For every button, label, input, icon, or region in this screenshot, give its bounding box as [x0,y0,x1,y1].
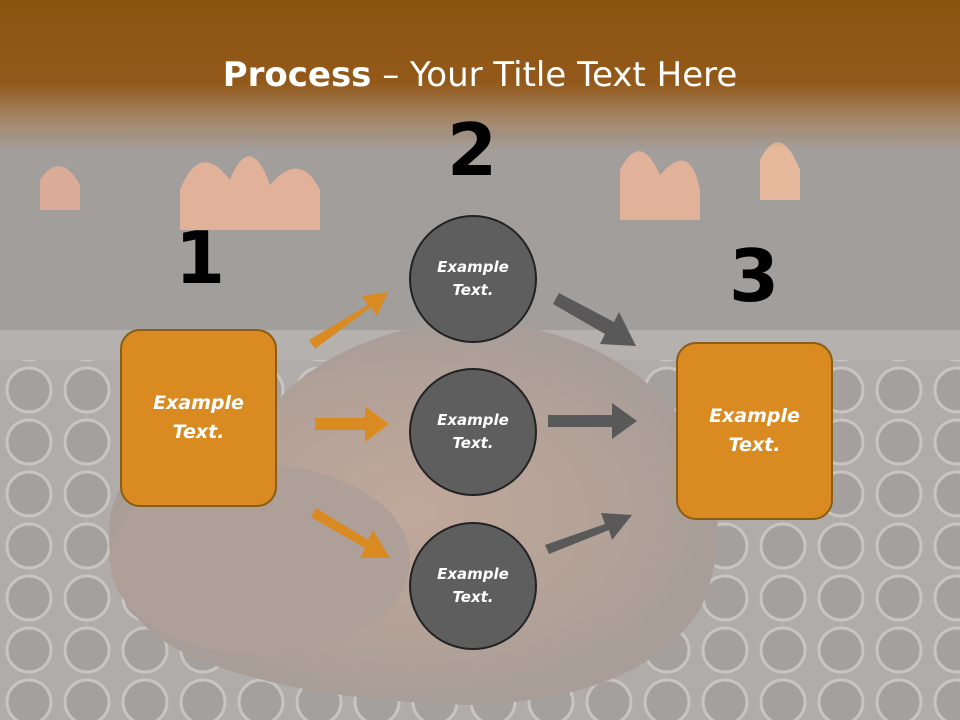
header-band [0,0,960,150]
step-number-3: 3 [728,234,780,318]
orange-arrow-down [311,508,390,558]
step-3-box: Example Text. [676,342,833,520]
step-2-circle-middle: Example Text. [409,368,537,496]
circle-bottom-line-2: Text. [452,588,494,606]
step-2-circle-bottom: Example Text. [409,522,537,650]
title-regular-part: – Your Title Text Here [371,55,738,95]
circle-bottom-line-1: Example [437,565,509,583]
step-1-box-text: Example Text. [153,389,244,447]
circle-middle-text: Example Text. [437,409,509,455]
step-1-box: Example Text. [120,329,277,507]
step-3-line-2: Text. [728,434,781,456]
step-3-box-text: Example Text. [709,402,800,460]
step-2-circle-top: Example Text. [409,215,537,343]
circle-bottom-text: Example Text. [437,563,509,609]
orange-arrow-up [309,292,388,349]
gray-arrow-up [545,513,632,554]
step-number-2: 2 [446,108,498,192]
circle-top-line-1: Example [437,258,509,276]
orange-arrow-middle [315,406,389,442]
circle-top-text: Example Text. [437,256,509,302]
circle-middle-line-1: Example [437,411,509,429]
step-3-line-1: Example [709,405,800,427]
step-number-1: 1 [174,216,226,300]
circle-middle-line-2: Text. [452,434,494,452]
gray-arrow-down [553,293,636,346]
step-1-line-2: Text. [172,421,225,443]
circle-top-line-2: Text. [452,281,494,299]
step-1-line-1: Example [153,392,244,414]
gray-arrow-middle [548,403,637,439]
slide-title: Process – Your Title Text Here [0,54,960,96]
title-bold-part: Process [222,55,372,95]
